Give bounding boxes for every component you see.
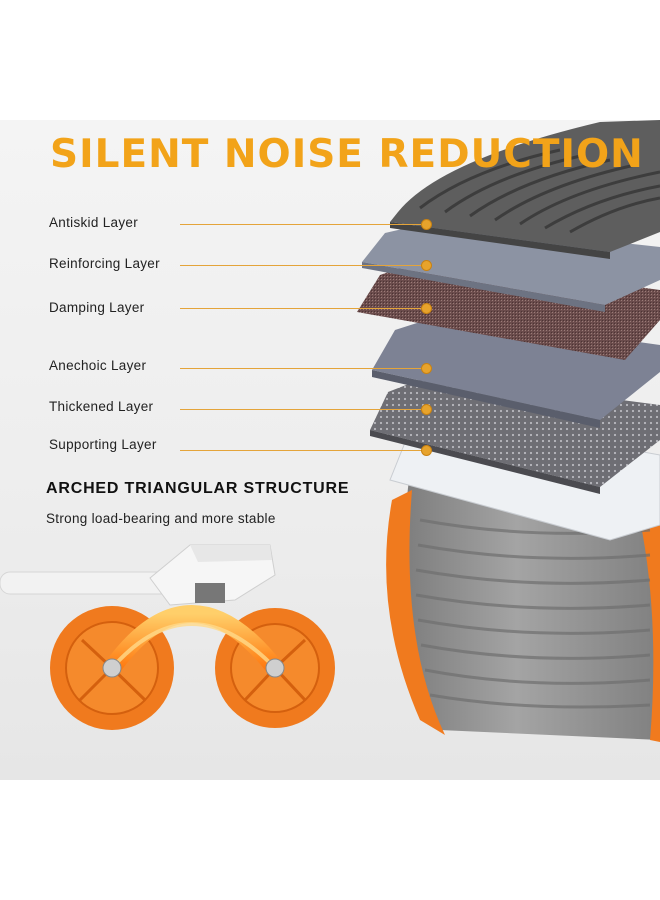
marker-dot-anechoic [421, 363, 432, 374]
layer-label-anechoic: Anechoic Layer [49, 358, 147, 373]
marker-dot-reinforcing [421, 260, 432, 271]
marker-dot-supporting [421, 445, 432, 456]
structure-title: ARCHED TRIANGULAR STRUCTURE [46, 480, 350, 497]
leader-line-damping [180, 308, 425, 309]
marker-dot-damping [421, 303, 432, 314]
layer-label-supporting: Supporting Layer [49, 437, 157, 452]
leader-line-thickened [180, 409, 425, 410]
ab-roller-device [0, 544, 335, 730]
page-title: SILENT NOISE REDUCTION [50, 132, 644, 177]
layer-label-thickened: Thickened Layer [49, 399, 154, 414]
leader-line-supporting [180, 450, 425, 451]
layer-label-reinforcing: Reinforcing Layer [49, 256, 160, 271]
layer-label-damping: Damping Layer [49, 300, 145, 315]
structure-description: Strong load-bearing and more stable [46, 511, 276, 526]
layer-label-antiskid: Antiskid Layer [49, 215, 138, 230]
marker-dot-thickened [421, 404, 432, 415]
leader-line-reinforcing [180, 265, 425, 266]
large-wheel [386, 470, 660, 742]
marker-dot-antiskid [421, 219, 432, 230]
leader-line-antiskid [180, 224, 425, 225]
leader-line-anechoic [180, 368, 425, 369]
layer-stack [357, 120, 660, 541]
